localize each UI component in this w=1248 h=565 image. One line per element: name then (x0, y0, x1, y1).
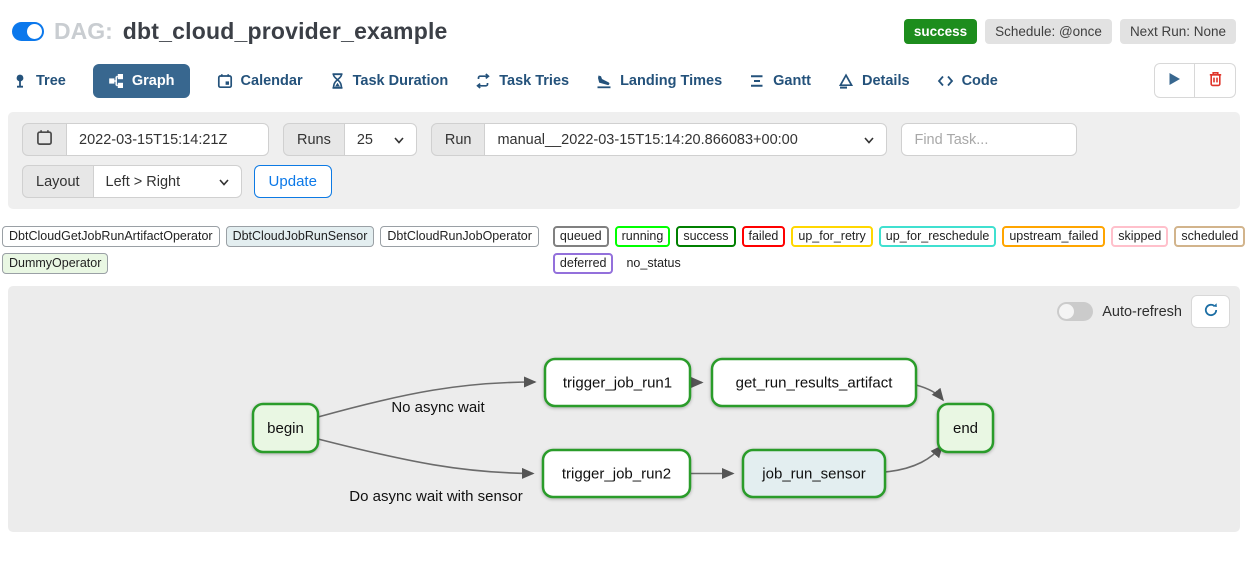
chevron-down-icon (394, 132, 404, 148)
run-label: Run (430, 123, 486, 156)
toggle-knob (27, 24, 42, 39)
layout-group: Layout Left > Right (22, 165, 242, 198)
dag-prefix-label: DAG: (54, 18, 113, 44)
chevron-down-icon (864, 132, 875, 148)
base-date-input[interactable] (67, 123, 269, 156)
status-legend-badge: running (614, 226, 671, 247)
tree-icon (12, 73, 28, 89)
operator-badge: DbtCloudJobRunSensor (225, 226, 375, 247)
repeat-icon (475, 72, 491, 89)
tab-calendar[interactable]: Calendar (217, 64, 303, 98)
dag-graph-panel: Auto-refresh No async wait Do async wait… (8, 286, 1240, 532)
schedule-badge: Schedule: @once (985, 19, 1112, 44)
dag-graph: No async wait Do async wait with sensor … (251, 357, 995, 505)
svg-text:trigger_job_run1: trigger_job_run1 (563, 375, 672, 392)
toggle-knob (1059, 304, 1075, 319)
status-legend-badge: failed (741, 226, 786, 247)
svg-text:begin: begin (267, 420, 304, 437)
delete-dag-button[interactable] (1195, 63, 1236, 98)
graph-node-job-run-sensor[interactable]: job_run_sensor (741, 448, 887, 499)
view-tabs: Tree Graph Calendar Task Duration Task T… (0, 63, 1248, 98)
calendar-icon (217, 73, 233, 89)
triangle-icon (838, 72, 854, 89)
status-legend-badge: queued (552, 226, 609, 247)
hourglass-icon (330, 72, 345, 89)
status-legend: queued running success failed up_for_ret… (552, 226, 1246, 274)
svg-text:get_run_results_artifact: get_run_results_artifact (736, 375, 894, 392)
status-legend-badge: deferred (552, 253, 614, 274)
graph-icon (108, 73, 124, 89)
operator-badge: DbtCloudRunJobOperator (380, 226, 539, 247)
auto-refresh-label: Auto-refresh (1102, 303, 1182, 320)
refresh-button[interactable] (1191, 295, 1230, 328)
tab-task-tries[interactable]: Task Tries (475, 64, 569, 98)
find-task-input[interactable] (901, 123, 1078, 156)
status-legend-badge: success (676, 226, 736, 247)
edge-begin-to-run1 (317, 376, 537, 418)
graph-node-trigger-job-run2[interactable]: trigger_job_run2 (541, 448, 692, 499)
update-button[interactable]: Update (253, 165, 332, 198)
tab-details[interactable]: Details (838, 64, 910, 98)
tab-landing-times[interactable]: Landing Times (596, 64, 722, 98)
svg-text:job_run_sensor: job_run_sensor (761, 466, 865, 483)
tab-graph[interactable]: Graph (92, 63, 190, 98)
trash-icon (1208, 71, 1223, 90)
run-group: Run manual__2022-03-15T15:14:20.866083+0… (430, 123, 888, 156)
dag-action-buttons (1154, 63, 1236, 98)
tab-code[interactable]: Code (937, 64, 998, 98)
refresh-icon (1203, 302, 1219, 321)
next-run-badge: Next Run: None (1119, 19, 1236, 44)
edge-artifact-to-end (915, 384, 944, 402)
find-task-group (901, 123, 1078, 156)
chevron-down-icon (218, 174, 229, 190)
legend: DbtCloudGetJobRunArtifactOperator DbtClo… (2, 226, 1246, 274)
plane-landing-icon (596, 73, 612, 89)
graph-node-begin[interactable]: begin (251, 402, 320, 454)
calendar-icon (36, 129, 53, 150)
operator-badge: DummyOperator (2, 253, 109, 274)
layout-label: Layout (22, 165, 94, 198)
layout-select[interactable]: Left > Right (93, 165, 242, 198)
dag-pause-toggle[interactable] (12, 22, 44, 41)
graph-node-trigger-job-run1[interactable]: trigger_job_run1 (543, 357, 692, 408)
tab-gantt[interactable]: Gantt (749, 64, 811, 98)
base-date-group (22, 123, 269, 156)
operator-legend: DbtCloudGetJobRunArtifactOperator DbtClo… (2, 226, 539, 274)
dag-header: DAG: dbt_cloud_provider_example success … (0, 0, 1248, 51)
status-legend-badge: scheduled (1174, 226, 1246, 247)
status-badge: success (903, 19, 978, 44)
status-legend-badge: upstream_failed (1002, 226, 1106, 247)
edge-label-no-async: No async wait (391, 399, 485, 416)
graph-node-end[interactable]: end (936, 402, 995, 454)
calendar-addon[interactable] (22, 123, 67, 156)
code-icon (937, 74, 954, 88)
graph-node-get-run-results-artifact[interactable]: get_run_results_artifact (710, 357, 918, 408)
auto-refresh-toggle[interactable] (1057, 302, 1094, 321)
runs-label: Runs (283, 123, 345, 156)
status-legend-badge: no_status (626, 256, 681, 270)
svg-text:end: end (953, 420, 978, 437)
play-icon (1168, 72, 1181, 89)
edge-sensor-to-end (884, 444, 944, 473)
svg-text:trigger_job_run2: trigger_job_run2 (562, 466, 671, 483)
edge-label-async-sensor: Do async wait with sensor (349, 488, 522, 505)
tab-tree[interactable]: Tree (12, 64, 66, 98)
graph-filter-panel: Runs 25 Run manual__2022-03-15T15:14:20.… (8, 112, 1240, 209)
status-legend-badge: up_for_reschedule (878, 226, 997, 247)
edge-begin-to-run2 (317, 438, 535, 480)
tab-task-duration[interactable]: Task Duration (330, 64, 448, 98)
trigger-dag-button[interactable] (1154, 63, 1195, 98)
status-legend-badge: skipped (1111, 226, 1169, 247)
num-runs-group: Runs 25 (283, 123, 417, 156)
status-legend-badge: up_for_retry (791, 226, 873, 247)
num-runs-select[interactable]: 25 (344, 123, 417, 156)
operator-badge: DbtCloudGetJobRunArtifactOperator (2, 226, 220, 247)
dag-run-select[interactable]: manual__2022-03-15T15:14:20.866083+00:00 (485, 123, 888, 156)
page-title: dbt_cloud_provider_example (122, 18, 448, 44)
gantt-icon (749, 73, 765, 89)
